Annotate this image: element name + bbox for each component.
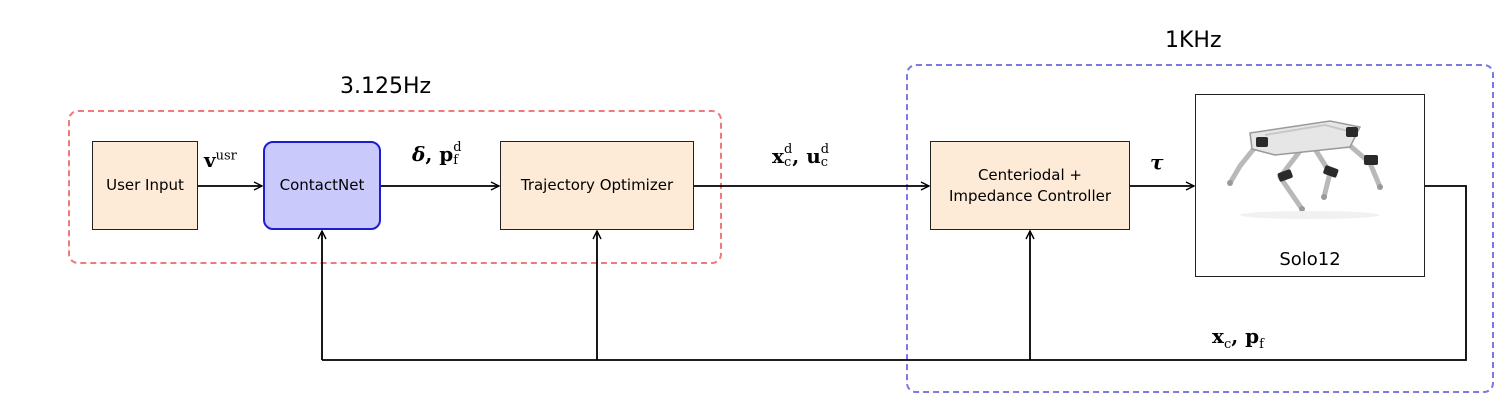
robot-label: Solo12 [1279, 249, 1341, 270]
contactnet-label: ContactNet [279, 176, 365, 195]
foot-superscript: d [453, 139, 462, 155]
input-symbol: u [806, 144, 821, 168]
fast-loop-frequency: 1KHz [1165, 28, 1222, 53]
slow-loop-region [68, 110, 722, 264]
velocity-symbol: v [204, 148, 216, 172]
feedback-state-subscript: c [1223, 337, 1232, 352]
foot-position-symbol: p [439, 142, 454, 166]
quadruped-robot-icon [1227, 120, 1383, 219]
contact-delta-symbol: δ [412, 142, 426, 166]
feedback-foot-subscript: f [1259, 337, 1264, 352]
feedback-separator: , [1231, 324, 1239, 348]
robot-block: Solo12 [1195, 94, 1425, 277]
controller-block: Centeriodal + Impedance Controller [930, 141, 1130, 230]
user-input-label: User Input [106, 176, 184, 195]
torque-symbol: τ [1150, 150, 1164, 174]
state-subscript: c [783, 154, 792, 170]
controller-label-line2: Impedance Controller [948, 186, 1112, 205]
slow-loop-frequency: 3.125Hz [340, 74, 432, 99]
foot-subscript: f [453, 152, 459, 168]
input-superscript: d [820, 141, 830, 157]
state-symbol: x [772, 144, 784, 168]
feedback-foot-symbol: p [1245, 324, 1260, 348]
fast-loop-region [906, 64, 1494, 393]
contact-separator: , [425, 142, 433, 166]
trajectory-optimizer-block: Trajectory Optimizer [500, 141, 694, 230]
trajectory-separator: , [792, 144, 800, 168]
input-subscript: c [820, 154, 829, 170]
velocity-superscript: usr [215, 148, 237, 164]
contactnet-block: ContactNet [263, 141, 381, 230]
feedback-state-symbol: x [1212, 324, 1224, 348]
signal-torque: τ [1150, 150, 1163, 174]
state-superscript: d [783, 141, 793, 157]
signal-feedback-state: xc, pf [1212, 324, 1264, 352]
trajectory-optimizer-label: Trajectory Optimizer [520, 176, 674, 195]
feedback-line [322, 185, 1467, 361]
controller-label-line1: Centeriodal + [977, 166, 1083, 185]
signal-user-velocity: vusr [204, 148, 237, 172]
user-input-block: User Input [92, 141, 198, 230]
